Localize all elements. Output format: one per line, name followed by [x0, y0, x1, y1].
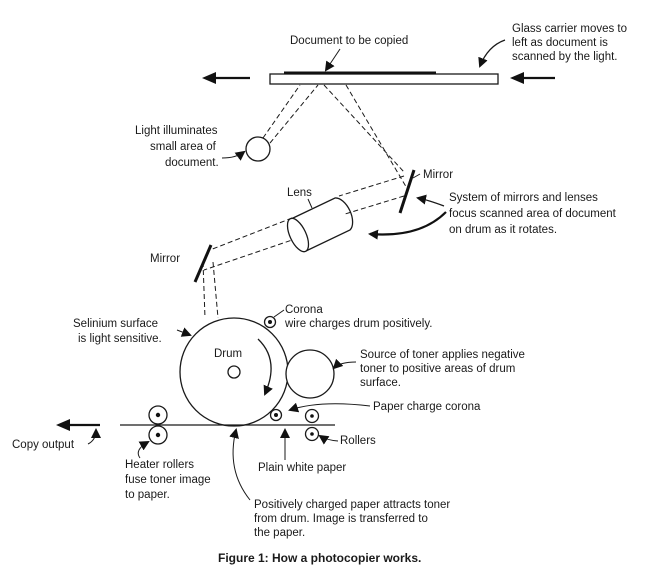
- corona-pointer: [273, 309, 285, 318]
- label-rollers: Rollers: [340, 435, 376, 447]
- label-glass-1: Glass carrier moves to: [512, 23, 627, 35]
- toner-pointer: [332, 358, 357, 370]
- label-heater-1: Heater rollers: [125, 459, 194, 471]
- label-positive-3: the paper.: [254, 527, 305, 539]
- system-pointer-2: [368, 211, 447, 240]
- carrier-right-arrow: [510, 72, 555, 84]
- selenium-pointer: [176, 327, 192, 337]
- label-light-1: Light illuminates: [135, 125, 218, 137]
- label-copy-output: Copy output: [12, 439, 75, 451]
- label-glass-2: left as document is: [512, 37, 608, 49]
- label-heater-2: fuse toner image: [125, 474, 211, 486]
- glass-pointer: [478, 39, 506, 68]
- label-system-2: focus scanned area of document: [449, 208, 617, 220]
- figure-caption: Figure 1: How a photocopier works.: [218, 551, 421, 565]
- label-system-1: System of mirrors and lenses: [449, 192, 598, 204]
- label-mirror-top: Mirror: [423, 169, 453, 181]
- mirror-left: [193, 244, 213, 283]
- label-toner-3: surface.: [360, 377, 401, 389]
- light-pointer: [221, 150, 246, 161]
- paper-charge-corona: [269, 408, 283, 422]
- rollers-pointer: [318, 434, 339, 445]
- feed-rollers: [304, 408, 320, 442]
- label-positive-1: Positively charged paper attracts toner: [254, 499, 450, 511]
- mirror-top-pointer: [412, 173, 421, 179]
- system-pointer-1: [416, 194, 445, 207]
- label-system-3: on drum as it rotates.: [449, 224, 557, 236]
- copy-output-pointer: [87, 428, 101, 445]
- light-source: [245, 136, 271, 162]
- label-positive-2: from drum. Image is transferred to: [254, 513, 428, 525]
- label-lens: Lens: [287, 187, 312, 199]
- label-heater-3: to paper.: [125, 489, 170, 501]
- label-paper-corona: Paper charge corona: [373, 401, 481, 413]
- label-document: Document to be copied: [290, 35, 408, 47]
- lens: [286, 197, 354, 253]
- drum-axle: [227, 365, 241, 379]
- label-selenium-2: is light sensitive.: [78, 333, 162, 345]
- mirror-top: [398, 169, 416, 214]
- label-glass-3: scanned by the light.: [512, 51, 618, 63]
- positive-pointer: [229, 428, 251, 501]
- label-toner-2: toner to positive areas of drum: [360, 363, 515, 375]
- label-selenium-1: Selinium surface: [73, 318, 158, 330]
- label-plain-paper: Plain white paper: [258, 462, 346, 474]
- lens-pointer: [307, 198, 313, 209]
- heater-pointer: [137, 441, 150, 459]
- light-rays: [262, 84, 319, 144]
- glass-carrier: [269, 73, 499, 85]
- drum-corona: [263, 315, 277, 329]
- label-toner-1: Source of toner applies negative: [360, 349, 525, 361]
- carrier-left-arrow: [202, 72, 250, 84]
- label-corona-2: wire charges drum positively.: [284, 318, 432, 330]
- label-light-3: document.: [165, 157, 219, 169]
- toner-roller: [285, 349, 335, 399]
- paper-corona-pointer: [288, 402, 371, 413]
- heater-rollers: [148, 405, 168, 445]
- optical-path: [202, 84, 409, 319]
- label-corona-1: Corona: [285, 304, 323, 316]
- label-light-2: small area of: [150, 141, 217, 153]
- drum-rotation-arrow: [257, 338, 273, 396]
- label-mirror-left: Mirror: [150, 253, 180, 265]
- document-pointer: [324, 48, 341, 72]
- label-drum: Drum: [214, 348, 242, 360]
- copy-output-arrows: [56, 419, 100, 431]
